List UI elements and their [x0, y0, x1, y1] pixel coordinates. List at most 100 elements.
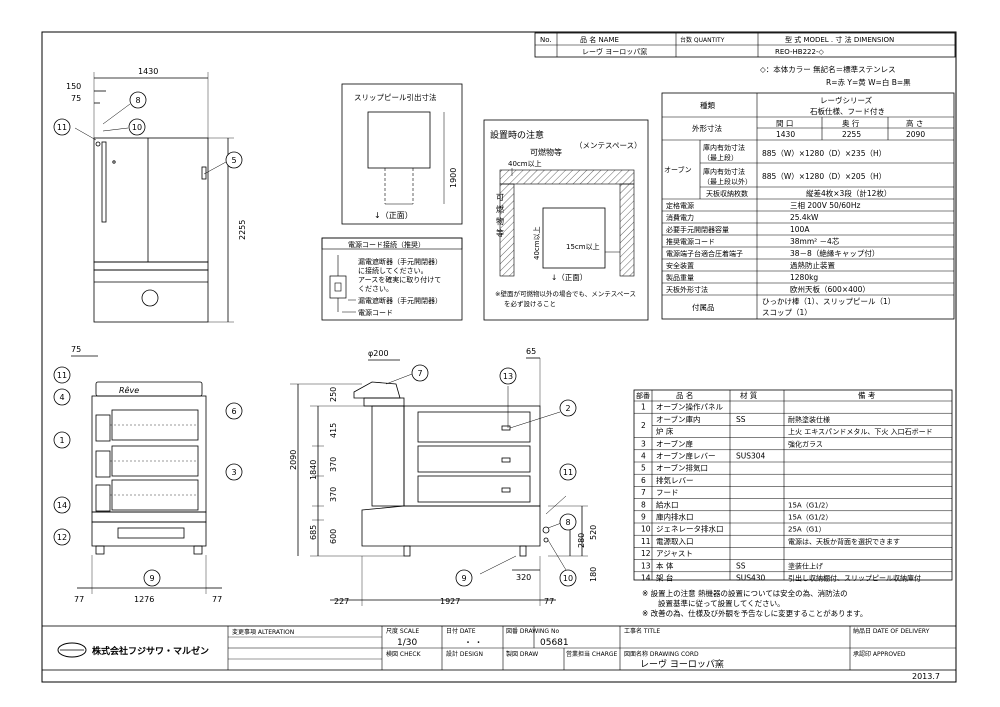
side-dim-370a: 370: [329, 457, 338, 472]
parts-table-rules: [634, 400, 952, 573]
slip-peel-title: スリップピール引出寸法: [354, 92, 437, 102]
tb-delivery-label: 納品日 DATE OF DELIVERY: [853, 627, 930, 635]
callout-number: 10: [563, 574, 573, 583]
spec-row-label: 電源端子台適合圧着端子: [666, 249, 743, 258]
spec-row-value: 三相 200V 50/60Hz: [790, 200, 860, 210]
side-view-hood: [353, 381, 401, 399]
tb-charge-label: 営業担当 CHARGE: [566, 650, 618, 658]
power-cord-t4: ください。: [358, 285, 393, 293]
tb-scale-value: 1/30: [397, 638, 417, 648]
company-name: 株式会社フジサワ・マルゼン: [92, 645, 209, 657]
callout-circle: [53, 496, 71, 514]
parts-row-name: フード: [656, 488, 679, 497]
spec-eff-other-value: 885（W）×1280（D）×205（H）: [762, 172, 886, 181]
power-cord-box: 電源コード接続（推奨） 漏電遮断器（手元開閉器） に接続してください。 アースを…: [321, 237, 463, 321]
power-cord-t1: 漏電遮断器（手元開閉器）: [358, 257, 442, 266]
side-dim-520: 520: [589, 525, 598, 540]
spec-row-label: 天板外形寸法: [666, 285, 708, 294]
spec-row-label: 消費電力: [666, 213, 694, 222]
sheet-border: [41, 31, 957, 683]
install-oven-footprint: [542, 207, 606, 269]
color-note-line2: R=赤 Y=黄 W=白 B=黒: [826, 77, 911, 87]
callout-circle: [559, 513, 577, 531]
parts-row-note: 15A（G1/2）: [788, 501, 832, 509]
callout-circle: [225, 151, 243, 169]
parts-row-no: 2: [641, 421, 646, 430]
callout-number: 9: [149, 574, 154, 583]
spec-dims-header-w: 間 口: [776, 119, 793, 128]
callout-number: 13: [503, 372, 513, 381]
front-view-lower-dims: 75 77 1276 77: [71, 345, 222, 604]
callout-circle: [559, 463, 577, 481]
power-cord-t2: に接続してください。: [358, 266, 428, 275]
front-view-lower: [71, 355, 222, 594]
spec-row-value: 38mm² －4芯: [790, 236, 840, 246]
spec-table: 種類 レーヴシリーズ 石板仕様、フード付き 外形寸法 間 口 奥 行 高 さ 1…: [661, 92, 955, 320]
callout-circle: [143, 569, 161, 587]
spec-oven-label: オーブン: [664, 165, 692, 174]
slip-peel-front: ↓（正面）: [374, 211, 413, 220]
parts-row-name: オーブン排気口: [656, 463, 708, 473]
spec-row-value: 25.4kW: [790, 213, 819, 222]
side-dim-2090: 2090: [289, 450, 298, 470]
parts-row-name: 電源取入口: [656, 537, 694, 546]
callout-number: 7: [417, 369, 422, 378]
callout-number: 12: [57, 533, 67, 542]
tb-date-label: 日付 DATE: [446, 627, 476, 635]
spec-series-label: 種類: [700, 100, 715, 110]
install-wall-left: [499, 183, 515, 277]
parts-row-name: アジャスト: [656, 549, 693, 558]
parts-row-no: 14: [641, 574, 651, 583]
side-dim-320: 320: [516, 573, 531, 582]
install-d40-left: 40cm以上: [532, 226, 541, 260]
slip-peel-box: スリップピール引出寸法 1900 ↓（正面）: [341, 83, 463, 225]
front-view-stand: [93, 269, 209, 323]
header-name-label: 品 名 NAME: [580, 35, 619, 44]
parts-row-no: 7: [641, 488, 646, 497]
parts-row-name: 架 台: [656, 573, 673, 583]
callout-number: 2: [565, 404, 570, 413]
parts-row-name: オーブン庫内: [656, 414, 701, 424]
header-table: No. 品 名 NAME 台数 QUANTITY 型 式 MODEL . 寸 法…: [534, 32, 956, 58]
power-cord-t3: アースを確実に取り付けて: [358, 275, 441, 284]
callout-number: 9: [461, 574, 466, 583]
spec-eff-top-label2: （最上段）: [703, 153, 738, 162]
callout-circle: [53, 388, 71, 406]
parts-row-material: SUS304: [736, 452, 766, 461]
parts-row-note: 25A（G1）: [788, 526, 826, 534]
side-dim-370b: 370: [329, 487, 338, 502]
install-flammable-left-3: 物: [496, 216, 504, 226]
parts-row-name: オーブン操作パネル: [656, 402, 724, 412]
parts-row-no: 3: [641, 439, 646, 448]
install-flammable-left-4: 等: [496, 228, 504, 238]
spec-acc-line2: スコップ（1）: [762, 308, 812, 317]
side-view-drawer-1: [417, 411, 531, 443]
side-view-oven-body: [403, 405, 541, 507]
callout-number: 4: [59, 393, 64, 402]
install-flammable-left-2: 燃: [496, 204, 504, 214]
install-box: 設置時の注意 （メンテスペース） 可燃物等 可 燃 物 等 40cm以上 40c…: [483, 119, 649, 321]
front-dim-150: 150: [66, 82, 81, 91]
lower-front-dim-75: 75: [71, 345, 81, 354]
header-product-name: レーヴ ヨーロッパ窯: [582, 47, 647, 56]
spec-plates-label: 天板収納枚数: [706, 189, 748, 198]
parts-row-no: 6: [641, 476, 646, 485]
tb-date-value: ・ ・: [464, 638, 483, 647]
callout-number: 11: [57, 123, 67, 132]
parts-header-material: 材 質: [740, 390, 758, 400]
power-cord-l1: 漏電遮断器（手元開閉器）: [358, 296, 442, 305]
callout-number: 14: [57, 501, 67, 510]
lower-front-logo: Rêve: [119, 385, 139, 395]
spec-eff-top-label1: 庫内有効寸法: [703, 143, 745, 152]
spec-acc-line1: ひっかけ棒（1）、スリップピール（1）: [762, 296, 895, 306]
tb-design-label: 設計 DESIGN: [446, 650, 483, 658]
callout-number: 11: [563, 468, 573, 477]
spec-row-value: 100A: [790, 225, 810, 234]
spec-row-value: 過熱防止装置: [790, 260, 835, 270]
spec-row-value: 1280kg: [790, 273, 818, 282]
install-flammable-left-1: 可: [496, 193, 504, 202]
parts-header-name: 品 名: [676, 390, 693, 400]
